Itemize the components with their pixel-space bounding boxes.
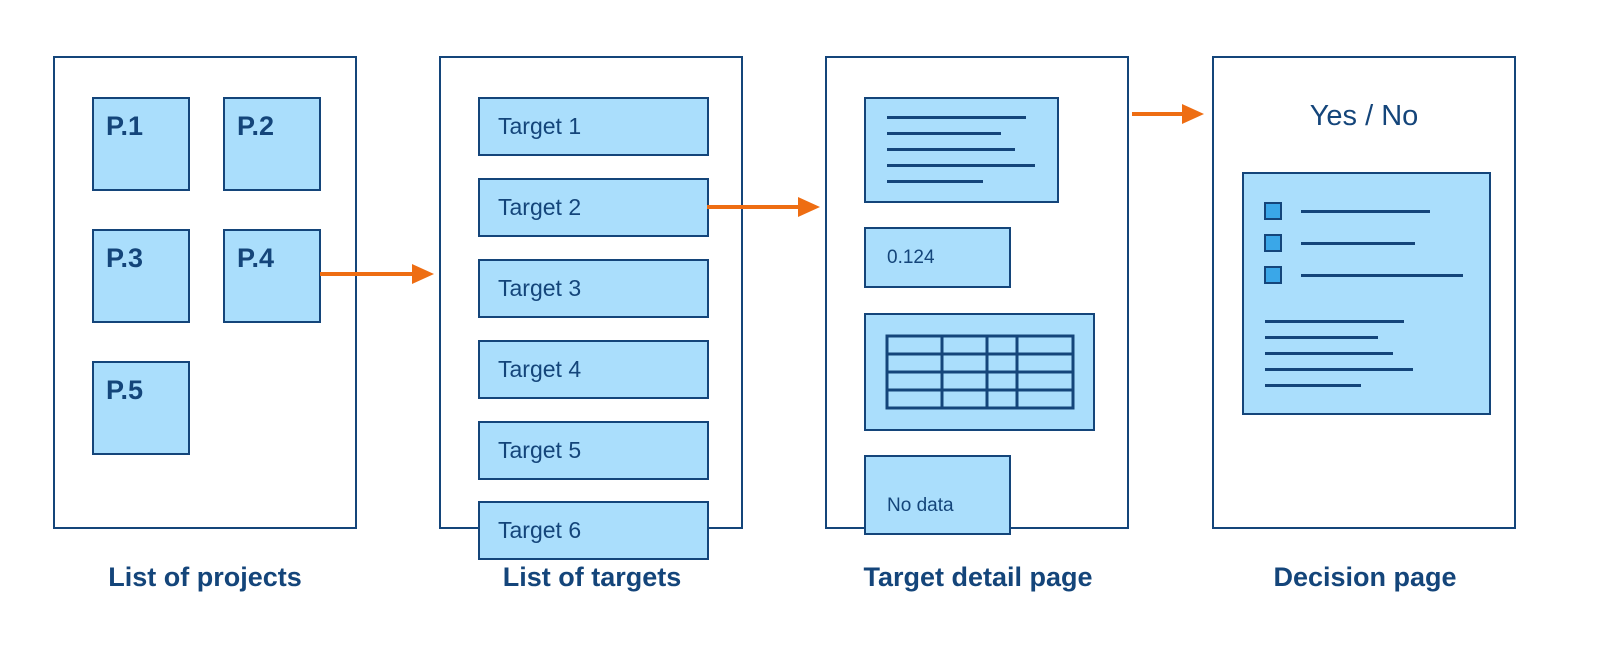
target-label: Target 1	[498, 113, 582, 139]
target-row-6[interactable]: Target 6	[478, 501, 709, 560]
table-box	[864, 313, 1095, 431]
arrow-head-icon	[798, 197, 820, 217]
project-label: P.4	[237, 243, 275, 273]
text-line	[887, 148, 1015, 151]
text-line	[1265, 384, 1361, 387]
target-label: Target 3	[498, 275, 582, 301]
text-line	[887, 116, 1026, 119]
project-tile-p1[interactable]: P.1	[92, 97, 190, 191]
project-tile-p4[interactable]: P.4	[223, 229, 321, 323]
projects-panel: P.1 P.2 P.3 P.4 P.5	[53, 56, 357, 529]
target-label: Target 2	[498, 194, 582, 220]
option-line	[1301, 242, 1415, 245]
caption-targets: List of targets	[502, 562, 682, 592]
text-line	[1265, 352, 1393, 355]
data-table-grid	[885, 334, 1075, 410]
project-label: P.2	[237, 111, 275, 141]
text-line	[887, 132, 1001, 135]
no-data-box: No data	[864, 455, 1011, 535]
option-line	[1301, 210, 1430, 213]
checkbox-3[interactable]	[1264, 266, 1282, 284]
checkbox-1[interactable]	[1264, 202, 1282, 220]
target-row-4[interactable]: Target 4	[478, 340, 709, 399]
text-line	[1265, 368, 1413, 371]
caption-projects: List of projects	[108, 562, 302, 592]
decision-panel: Yes / No	[1212, 56, 1516, 529]
decision-card	[1242, 172, 1491, 415]
text-block	[864, 97, 1059, 203]
targets-panel: Target 1 Target 2 Target 3 Target 4 Targ…	[439, 56, 743, 560]
text-line	[887, 164, 1035, 167]
project-tile-p5[interactable]: P.5	[92, 361, 190, 455]
arrow-head-icon	[1182, 104, 1204, 124]
detail-panel: 0.124 No data	[825, 56, 1129, 535]
target-label: Target 6	[498, 517, 582, 543]
target-row-2[interactable]: Target 2	[478, 178, 709, 237]
decision-title: Yes / No	[1309, 100, 1419, 132]
project-label: P.3	[106, 243, 144, 273]
target-row-3[interactable]: Target 3	[478, 259, 709, 318]
text-line	[887, 180, 983, 183]
target-label: Target 5	[498, 437, 582, 463]
text-line	[1265, 320, 1404, 323]
project-label: P.1	[106, 111, 144, 141]
value-text: 0.124	[887, 247, 935, 268]
text-line	[1265, 336, 1378, 339]
project-tile-p3[interactable]: P.3	[92, 229, 190, 323]
target-row-5[interactable]: Target 5	[478, 421, 709, 480]
no-data-text: No data	[887, 495, 954, 516]
caption-decision: Decision page	[1273, 562, 1457, 592]
checkbox-2[interactable]	[1264, 234, 1282, 252]
option-line	[1301, 274, 1463, 277]
value-box: 0.124	[864, 227, 1011, 288]
arrow-head-icon	[412, 264, 434, 284]
caption-detail: Target detail page	[863, 562, 1093, 592]
target-label: Target 4	[498, 356, 582, 382]
project-label: P.5	[106, 375, 144, 405]
project-tile-p2[interactable]: P.2	[223, 97, 321, 191]
target-row-1[interactable]: Target 1	[478, 97, 709, 156]
